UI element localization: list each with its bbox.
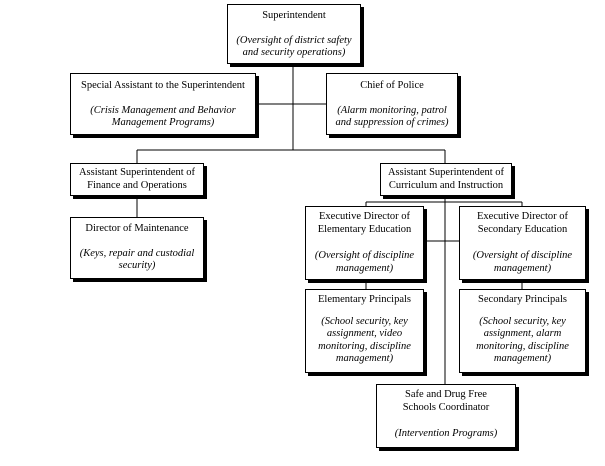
chief-of-police-title: Chief of Police <box>360 80 424 91</box>
director-maintenance-title: Director of Maintenance <box>85 223 189 234</box>
safe-drug-free-description: (Intervention Programs) <box>394 428 498 439</box>
chief-of-police-description: (Alarm monitoring, patrol and suppressio… <box>335 104 449 129</box>
exec-elementary-description: (Oversight of discipline management) <box>314 250 415 274</box>
director-maintenance-box: Director of Maintenance (Keys, repair an… <box>70 217 204 279</box>
asst-curriculum-title: Assistant Superintendent of Curriculum a… <box>387 167 505 191</box>
chief-of-police-box: Chief of Police (Alarm monitoring, patro… <box>326 73 458 135</box>
elementary-principals-title: Elementary Principals <box>317 294 411 305</box>
exec-secondary-title: Executive Director of Secondary Educatio… <box>477 211 568 235</box>
secondary-principals-description: (School security, key assignment, alarm … <box>476 315 569 365</box>
secondary-principals-title: Secondary Principals <box>478 294 567 305</box>
asst-curriculum-box: Assistant Superintendent of Curriculum a… <box>380 163 512 196</box>
special-assistant-title: Special Assistant to the Superintendent <box>81 80 245 91</box>
director-maintenance-description: (Keys, repair and custodial security) <box>79 247 195 272</box>
special-assistant-box: Special Assistant to the Superintendent … <box>70 73 256 135</box>
asst-finance-title: Assistant Superintendent of Finance and … <box>78 167 196 191</box>
exec-secondary-box: Executive Director of Secondary Educatio… <box>459 206 586 280</box>
superintendent-description: (Oversight of district safety and securi… <box>236 34 352 59</box>
elementary-principals-box: Elementary Principals (School security, … <box>305 289 424 373</box>
safe-drug-free-box: Safe and Drug Free Schools Coordinator (… <box>376 384 516 448</box>
superintendent-box: Superintendent (Oversight of district sa… <box>227 4 361 64</box>
exec-elementary-title: Executive Director of Elementary Educati… <box>317 211 412 235</box>
elementary-principals-description: (School security, key assignment, video … <box>318 315 411 365</box>
superintendent-title: Superintendent <box>262 10 326 21</box>
exec-secondary-description: (Oversight of discipline management) <box>472 250 573 274</box>
exec-elementary-box: Executive Director of Elementary Educati… <box>305 206 424 280</box>
asst-finance-box: Assistant Superintendent of Finance and … <box>70 163 204 196</box>
special-assistant-description: (Crisis Management and Behavior Manageme… <box>90 104 236 129</box>
secondary-principals-box: Secondary Principals (School security, k… <box>459 289 586 373</box>
safe-drug-free-title: Safe and Drug Free Schools Coordinator <box>402 389 490 413</box>
